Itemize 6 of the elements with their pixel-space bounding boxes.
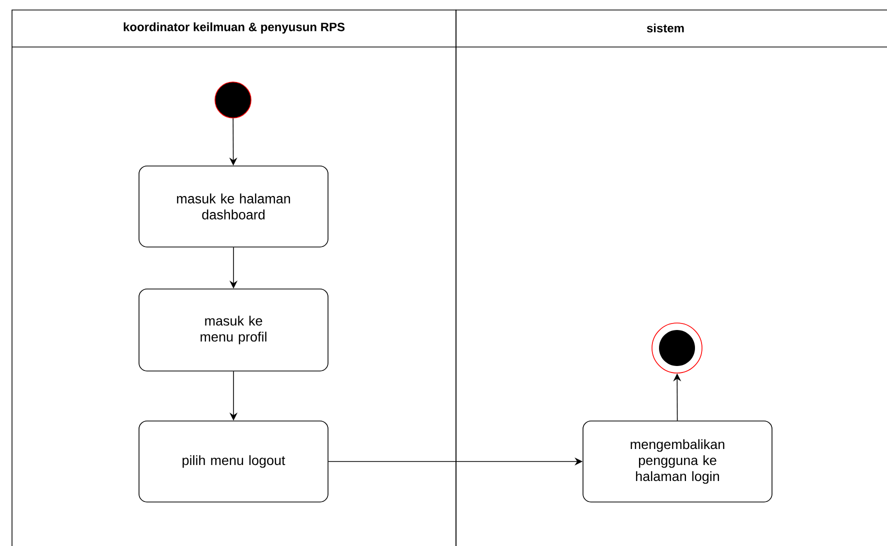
action-box: masuk ke menu profil (138, 288, 328, 372)
action-box: mengembalikan pengguna ke halaman login (582, 420, 772, 502)
end-node (652, 322, 702, 374)
action-box: masuk ke halaman dashboard (138, 166, 328, 248)
start-node (214, 82, 252, 118)
action-box: pilih menu logout (138, 420, 328, 502)
